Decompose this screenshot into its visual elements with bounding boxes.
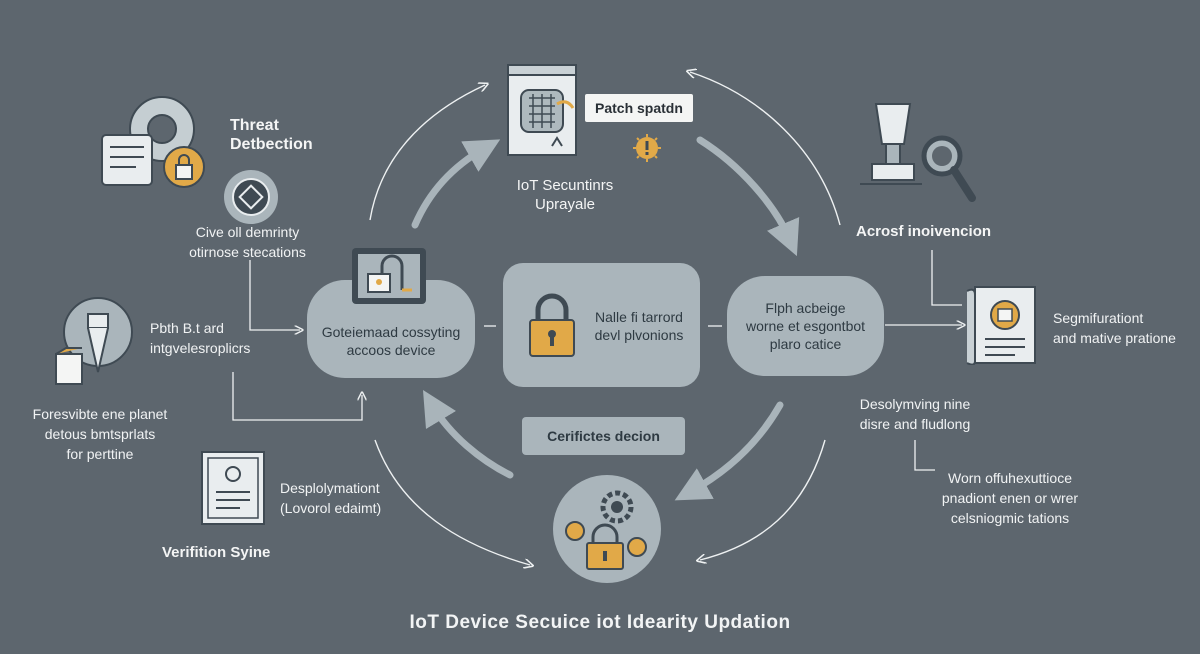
arrow-top-right — [690, 72, 841, 226]
magnifier-icon — [918, 132, 978, 206]
mid-line2: devl plvonions — [594, 327, 684, 343]
gears-lock-icon — [549, 473, 665, 585]
arrow-bottom-right — [700, 439, 826, 560]
connector-left-upper — [249, 260, 300, 330]
id-card-icon — [200, 450, 266, 526]
target-icon — [222, 168, 280, 226]
segm-line2: and mative pratione — [1053, 330, 1176, 346]
certificate-icon — [965, 285, 1043, 366]
right-pill-line1: Flph acbeige — [765, 300, 846, 316]
fores-line2: detous bmtsprlats — [44, 426, 156, 442]
right-pill-line3: plaro catice — [769, 336, 842, 352]
padlock-screen-icon — [350, 246, 428, 308]
pbth-line1: Pbth B.t ard — [150, 320, 224, 336]
deploy-line1: Desplolymationt — [280, 480, 380, 496]
arrow-top-left — [369, 85, 485, 221]
desp-line1: Desolymving nine — [859, 396, 971, 412]
pbth-line2: intgvelesroplicrs — [150, 340, 251, 356]
fores-line1: Foresvibte ene planet — [32, 406, 168, 422]
segm-line1: Segmifurationt — [1053, 310, 1144, 326]
middle-box-text: Nalle fi tarrord devl plvonions — [584, 308, 694, 344]
cive-line2: otirnose stecations — [189, 244, 306, 260]
worn-text: Worn offuhexuttioce pnadiont enen or wre… — [920, 468, 1100, 528]
padlock-icon — [526, 292, 578, 358]
threat-line1: Threat — [230, 117, 279, 134]
connector-left-lower — [232, 372, 362, 421]
cive-line1: Cive oll demrinty — [195, 224, 300, 240]
certificates-button[interactable]: Cerifictes decion — [522, 417, 685, 455]
connector-right-lower — [914, 440, 935, 471]
mid-line1: Nalle fi tarrord — [595, 309, 683, 325]
warning-icon — [632, 133, 662, 163]
shield-icon — [52, 296, 136, 388]
connector-right-upper — [931, 250, 962, 306]
trophy-icon — [858, 100, 928, 192]
threat-line2: Detbection — [230, 136, 313, 153]
desp-text: Desolymving nine disre and fludlong — [840, 394, 990, 434]
fores-text: Foresvibte ene planet detous bmtsprlats … — [20, 404, 180, 464]
acros-heading: Acrosf inoivencion — [856, 223, 992, 240]
arrow-inner-bottom-left — [422, 389, 514, 479]
top-label: IoT Secuntinrs Uprayale — [480, 176, 650, 214]
fores-line3: for perttine — [66, 446, 134, 462]
verification-label: Verifition Syine — [162, 544, 271, 561]
top-label-line1: IoT Secuntinrs — [516, 177, 614, 194]
pbth-text: Pbth B.t ard intgvelesroplicrs — [150, 318, 250, 358]
deploy-line2: (Lovorol edaimt) — [280, 500, 382, 516]
right-pill-line2: worne et esgontbot — [745, 318, 866, 334]
patch-tag: Patch spatdn — [585, 94, 693, 122]
diagram-title: IoT Device Secuice iot Idearity Updation — [409, 612, 791, 633]
deploy-text: Desplolymationt (Lovorol edaimt) — [280, 478, 381, 518]
desp-line2: disre and fludlong — [859, 416, 971, 432]
threat-detection-heading: Threat Detbection — [230, 116, 313, 154]
worn-line1: Worn offuhexuttioce — [947, 470, 1072, 486]
worn-line3: celsniogmic tations — [950, 510, 1070, 526]
arrow-inner-top-right — [696, 136, 800, 257]
segm-text: Segmifurationt and mative pratione — [1053, 308, 1176, 348]
arrow-bottom-left — [374, 439, 530, 565]
left-pill-line1: Goteiemaad cossyting — [321, 324, 461, 340]
right-pill: Flph acbeige worne et esgontbot plaro ca… — [727, 276, 884, 376]
arrow-inner-bottom-right — [674, 401, 784, 501]
cive-text: Cive oll demrinty otirnose stecations — [170, 222, 325, 262]
left-pill-line2: accoos device — [346, 342, 436, 358]
top-label-line2: Uprayale — [534, 196, 596, 213]
arrow-inner-top-left — [411, 139, 501, 229]
gear-lock-icon — [100, 95, 212, 193]
worn-line2: pnadiont enen or wrer — [941, 490, 1079, 506]
document-grid-icon — [507, 64, 577, 156]
